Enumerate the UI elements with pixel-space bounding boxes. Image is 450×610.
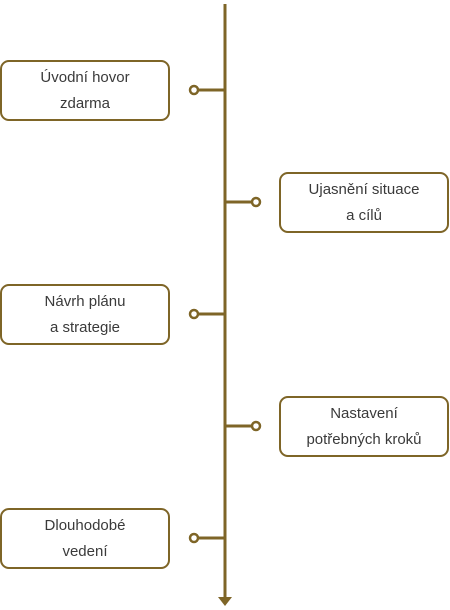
- step-box-5: Dlouhodobé vedení: [0, 508, 170, 569]
- step-3-label-line2: a strategie: [49, 318, 121, 336]
- step-box-4: Nastavení potřebných kroků: [279, 396, 449, 457]
- step-5-label-line1: Dlouhodobé: [44, 516, 126, 534]
- step-1-label-line2: zdarma: [59, 94, 111, 112]
- connector-dot-step-1: [188, 84, 200, 96]
- step-3-label-line1: Návrh plánu: [44, 292, 126, 310]
- step-box-2: Ujasnění situace a cílů: [279, 172, 449, 233]
- step-2-label-line1: Ujasnění situace: [308, 180, 420, 198]
- step-5-label-line2: vedení: [62, 542, 108, 560]
- step-4-label-line1: Nastavení: [330, 404, 398, 422]
- step-1-label-line1: Úvodní hovor: [40, 68, 130, 86]
- step-box-1: Úvodní hovor zdarma: [0, 60, 170, 121]
- timeline-arrow-icon: [218, 597, 232, 606]
- step-box-3: Návrh plánu a strategie: [0, 284, 170, 345]
- step-2-label-line2: a cílů: [346, 206, 382, 224]
- connector-dot-step-4: [250, 420, 262, 432]
- connector-dot-step-3: [188, 308, 200, 320]
- connector-dot-step-5: [188, 532, 200, 544]
- step-4-label-line2: potřebných kroků: [306, 430, 422, 448]
- connector-dot-step-2: [250, 196, 262, 208]
